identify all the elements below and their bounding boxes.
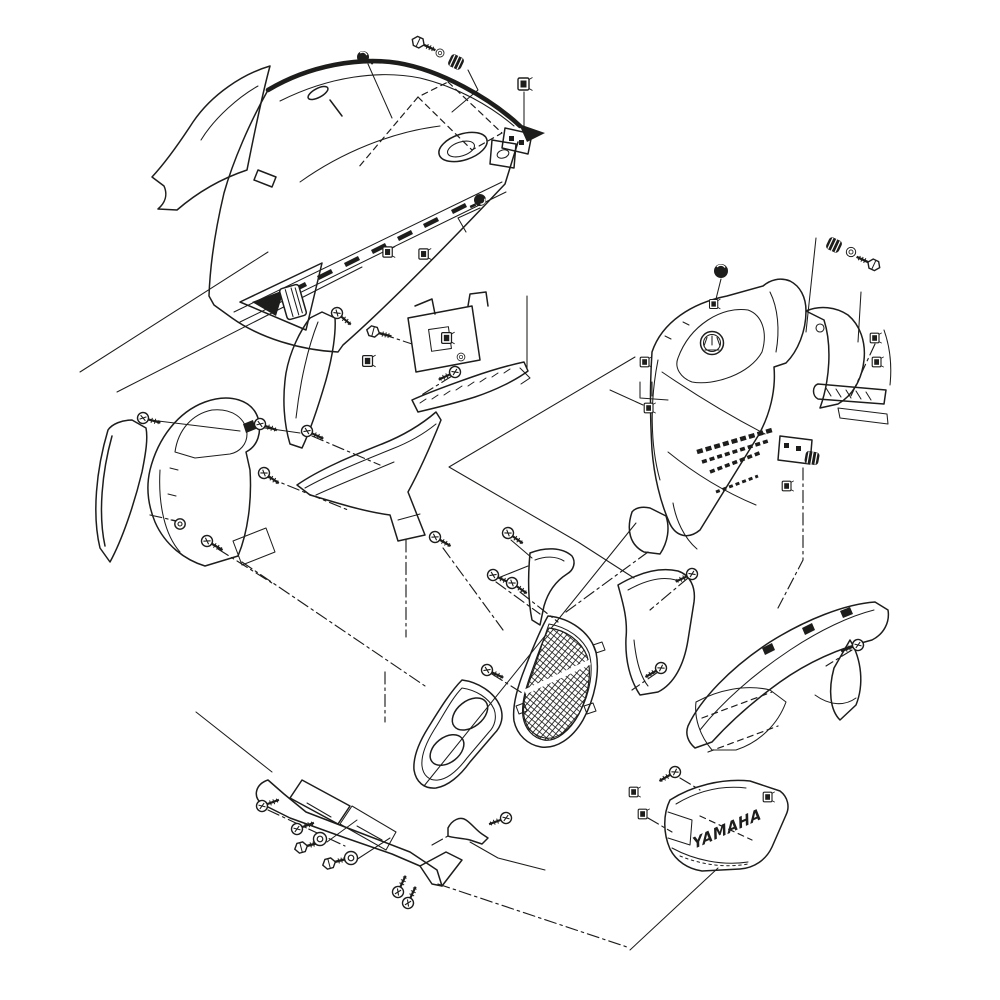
front-stay-bracket [407, 291, 489, 373]
windscreen-molding [265, 58, 523, 129]
clip-nut-icon [781, 480, 795, 492]
screw-icon [328, 304, 356, 330]
tank-emblem [699, 330, 725, 356]
mesh-intake-grille [512, 615, 606, 748]
blank-label-sticker [232, 527, 276, 566]
clip-nut-icon [643, 402, 657, 414]
screw-icon [389, 872, 412, 901]
damper-icon [446, 52, 466, 72]
bolt-icon [364, 323, 394, 343]
mirror-boss-recess [438, 131, 488, 163]
tank-side-decal [696, 427, 773, 494]
wire-stay [639, 381, 669, 401]
screw-icon [255, 464, 283, 489]
clip-nut-icon [440, 331, 456, 345]
screw-icon [672, 565, 701, 588]
tank-skirt-blade [628, 506, 669, 555]
clip-nut-icon [382, 245, 396, 259]
washer-icon [343, 850, 359, 866]
washer-icon [312, 831, 328, 847]
seat-inner-pocket [695, 687, 787, 751]
damper-icon [824, 235, 844, 255]
maintenance-lid [267, 283, 308, 321]
meter-visor-panel [147, 397, 261, 567]
under-cowl-bracket [255, 779, 463, 887]
tail-brand-text: YAMAHA [691, 805, 763, 853]
rear-rail [812, 383, 889, 425]
screw-icon [251, 415, 280, 437]
clip-nut-icon [517, 76, 534, 92]
screw-icon [641, 659, 670, 683]
inner-stay-panel [411, 361, 531, 413]
screw-icon [503, 574, 531, 599]
washer-icon [845, 246, 857, 258]
hook-bracket [447, 817, 489, 845]
clip-nut-icon [628, 786, 642, 798]
front-inner-panel [283, 311, 336, 449]
washer-icon [456, 352, 466, 362]
screw-icon [399, 883, 422, 912]
side-stub [253, 169, 277, 188]
damper-icon [803, 449, 821, 467]
fuel-tank-cover [649, 278, 807, 550]
clip-nut-icon [762, 791, 776, 803]
bolt-icon [853, 251, 884, 274]
screen-trim-pill [307, 85, 329, 101]
seat-cowl [686, 601, 890, 749]
grommet-icon [174, 518, 186, 530]
well-nut-icon [468, 190, 490, 214]
left-middle-cowl [296, 411, 442, 542]
air-intake-duct [413, 679, 503, 789]
screw-icon [426, 528, 455, 552]
screw-icon [499, 524, 527, 549]
leader-lines [79, 63, 876, 951]
headlight-stay-plate [489, 127, 533, 169]
air-scoop-panel [527, 548, 575, 626]
bolt-icon [408, 33, 439, 56]
rear-side-section [777, 306, 892, 465]
clip-nut-icon [708, 298, 721, 310]
clip-nut-icon [361, 354, 377, 368]
clip-nut-icon [639, 356, 653, 368]
screw-icon [655, 763, 684, 787]
clip-nut-icon [871, 356, 885, 368]
washer-icon [435, 48, 445, 58]
clip-nut-icon [869, 332, 883, 344]
screw-icon [288, 816, 317, 838]
windshield [151, 65, 271, 211]
upper-front-cowl [208, 58, 545, 353]
fastener-set [135, 33, 885, 912]
screw-icon [486, 809, 515, 831]
clip-nut-icon [418, 247, 432, 261]
side-cover-front [617, 568, 696, 696]
side-trim-strip [95, 419, 148, 563]
fuel-filler-cap [714, 264, 728, 278]
